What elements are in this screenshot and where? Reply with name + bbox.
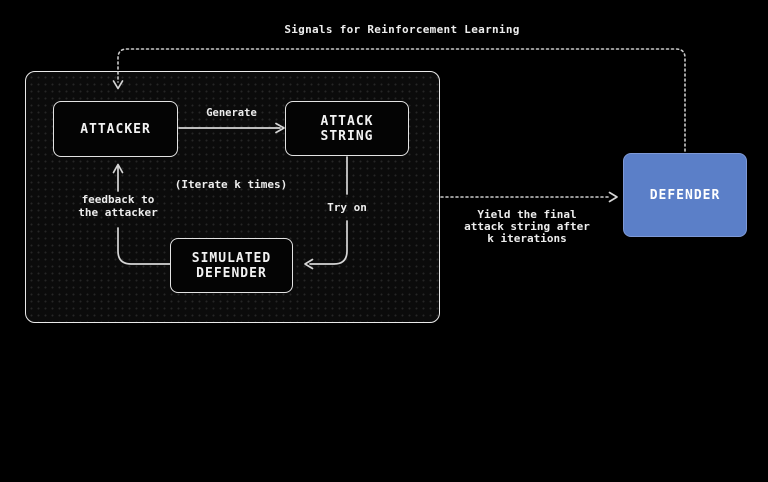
signals-caption: Signals for Reinforcement Learning — [284, 23, 520, 36]
defender-node: DEFENDER — [623, 153, 747, 237]
simulated-defender-node: SIMULATED DEFENDER — [170, 238, 293, 293]
try-on-label: Try on — [327, 201, 367, 214]
attack-string-node: ATTACK STRING — [285, 101, 409, 156]
feedback-label: feedback to the attacker — [78, 193, 158, 219]
yield-arrowhead — [608, 191, 618, 203]
yield-arrow — [440, 191, 618, 203]
iterate-label: (Iterate k times) — [174, 178, 288, 191]
yield-final-label: Yield the final attack string after k it… — [464, 208, 590, 245]
attacker-node: ATTACKER — [53, 101, 178, 157]
generate-label: Generate — [206, 107, 257, 119]
